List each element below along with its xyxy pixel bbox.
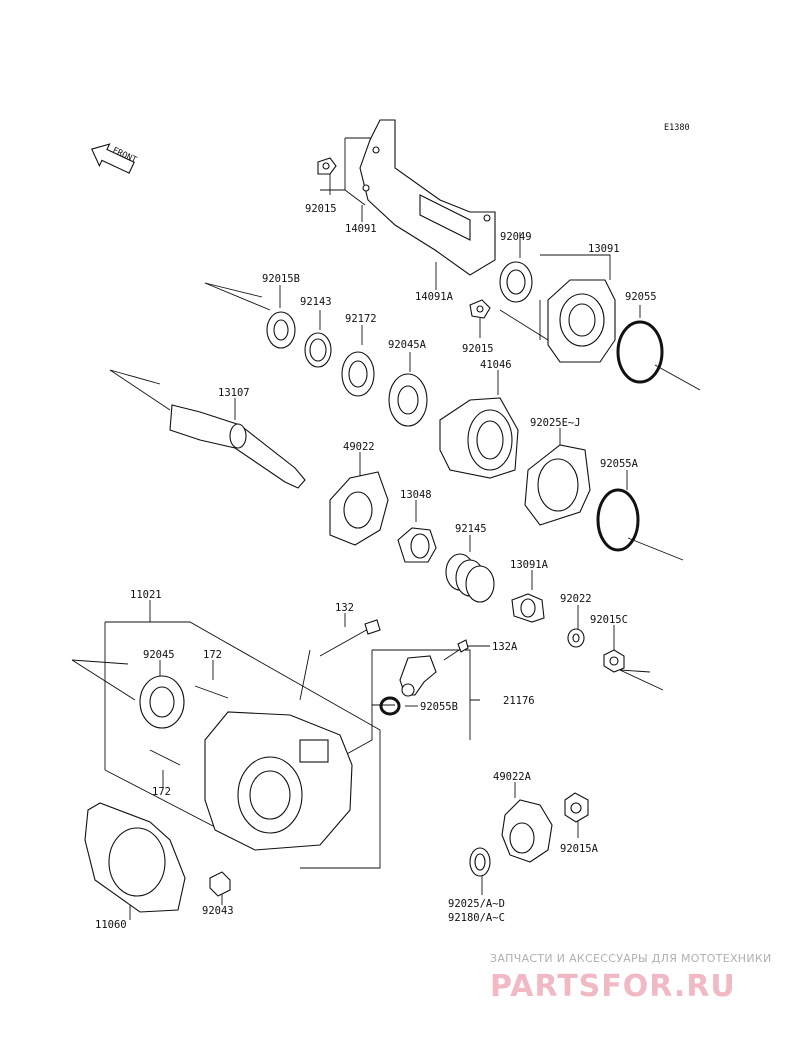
label-13091A: 13091A <box>510 559 549 571</box>
label-49022A: 49022A <box>493 771 532 783</box>
label-92015C: 92015C <box>590 614 628 626</box>
label-92045A: 92045A <box>388 339 427 351</box>
nut-92015A <box>564 792 589 823</box>
watermark: ЗАПЧАСТИ И АКСЕССУАРЫ ДЛЯ МОТОТЕХНИКИ PA… <box>490 952 772 1004</box>
o-ring-92055 <box>616 320 664 384</box>
label-41046: 41046 <box>480 359 512 371</box>
label-92015-top: 92015 <box>305 203 337 215</box>
bolt-132 <box>319 619 381 657</box>
housing-13091 <box>547 279 616 363</box>
shim-92025 <box>469 847 491 877</box>
spacer-92172 <box>341 351 375 397</box>
label-14091A: 14091A <box>415 291 454 303</box>
label-172-bottom: 172 <box>152 786 171 798</box>
label-132: 132 <box>335 602 354 614</box>
seal-92015B <box>266 311 296 349</box>
label-92025EJ: 92025E~J <box>530 417 581 429</box>
nut-92015C <box>603 649 625 673</box>
leader-lines <box>71 137 701 920</box>
label-132A: 132A <box>492 641 518 653</box>
label-92143: 92143 <box>300 296 332 308</box>
label-21176: 21176 <box>503 695 535 707</box>
o-ring-92055B <box>379 696 401 716</box>
label-92015-mid: 92015 <box>462 343 494 355</box>
label-92022: 92022 <box>560 593 592 605</box>
spring-92145 <box>445 553 495 603</box>
front-arrow-icon <box>91 143 135 174</box>
label-13091: 13091 <box>588 243 620 255</box>
label-92015A: 92015A <box>560 843 599 855</box>
stud-172-top <box>194 685 229 699</box>
label-92172: 92172 <box>345 313 377 325</box>
seal-92049 <box>499 261 533 303</box>
label-92049: 92049 <box>500 231 532 243</box>
gear-case-11021 <box>204 711 353 851</box>
part-13091A <box>511 593 545 623</box>
stud-172-bottom <box>149 749 181 766</box>
bracket-plate <box>359 119 496 276</box>
bearing-92045A <box>388 373 428 427</box>
watermark-logo: PARTSFOR.RU <box>490 969 736 1004</box>
watermark-tagline: ЗАПЧАСТИ И АКСЕССУАРЫ ДЛЯ МОТОТЕХНИКИ <box>490 952 772 965</box>
part-labels: E1380 92015 14091 14091A 92049 13091 920… <box>95 123 690 931</box>
pin-92043 <box>209 871 231 897</box>
label-11021: 11021 <box>130 589 162 601</box>
label-92055B: 92055B <box>420 701 458 713</box>
gear-49022A <box>501 799 553 863</box>
label-92180AC: 92180/A~C <box>448 912 505 924</box>
label-14091: 14091 <box>345 223 377 235</box>
washer-92022 <box>567 628 585 648</box>
label-92015B: 92015B <box>262 273 300 285</box>
hub-13048 <box>397 527 437 563</box>
label-92043: 92043 <box>202 905 234 917</box>
bolt-132A <box>443 639 469 661</box>
label-92045: 92045 <box>143 649 175 661</box>
label-49022: 49022 <box>343 441 375 453</box>
label-11060: 11060 <box>95 919 127 931</box>
gasket-92025EJ <box>524 444 591 526</box>
label-13107: 13107 <box>218 387 250 399</box>
bearing-92045 <box>139 675 185 729</box>
collar-92143 <box>304 332 332 368</box>
nut-92015-mid <box>469 299 491 319</box>
diagram-code: E1380 <box>664 123 690 133</box>
gear-49022 <box>329 471 389 546</box>
label-92055: 92055 <box>625 291 657 303</box>
gasket-11060 <box>84 802 186 913</box>
label-92025AD: 92025/A~D <box>448 898 505 910</box>
label-92145: 92145 <box>455 523 487 535</box>
sensor-21176 <box>399 655 437 697</box>
label-172-top: 172 <box>203 649 222 661</box>
o-ring-92055A <box>596 488 640 552</box>
shaft-13107 <box>169 404 306 489</box>
label-92055A: 92055A <box>600 458 639 470</box>
nut-92015-top <box>317 157 337 175</box>
cage-41046 <box>439 397 519 479</box>
label-13048: 13048 <box>400 489 432 501</box>
